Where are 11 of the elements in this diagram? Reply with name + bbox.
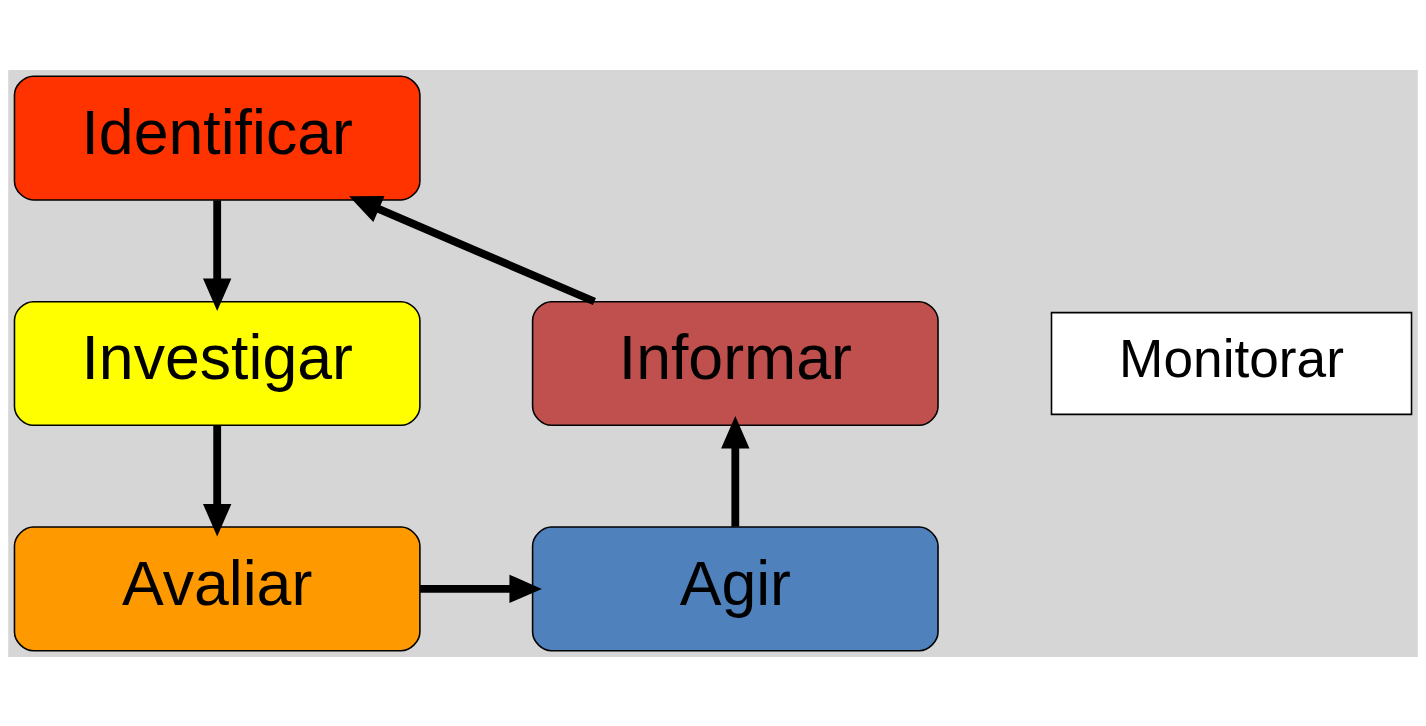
node-box: Avaliar	[13, 525, 421, 652]
node-box: Informar	[531, 300, 939, 426]
node-box: Monitorar	[1050, 311, 1413, 415]
arrow	[349, 195, 596, 305]
node-box: Agir	[531, 525, 939, 652]
node-box: Investigar	[13, 300, 421, 426]
arrow	[420, 574, 542, 603]
arrow	[202, 425, 232, 536]
arrow	[721, 415, 750, 527]
node-box: Identificar	[13, 74, 421, 201]
arrow	[202, 199, 232, 311]
